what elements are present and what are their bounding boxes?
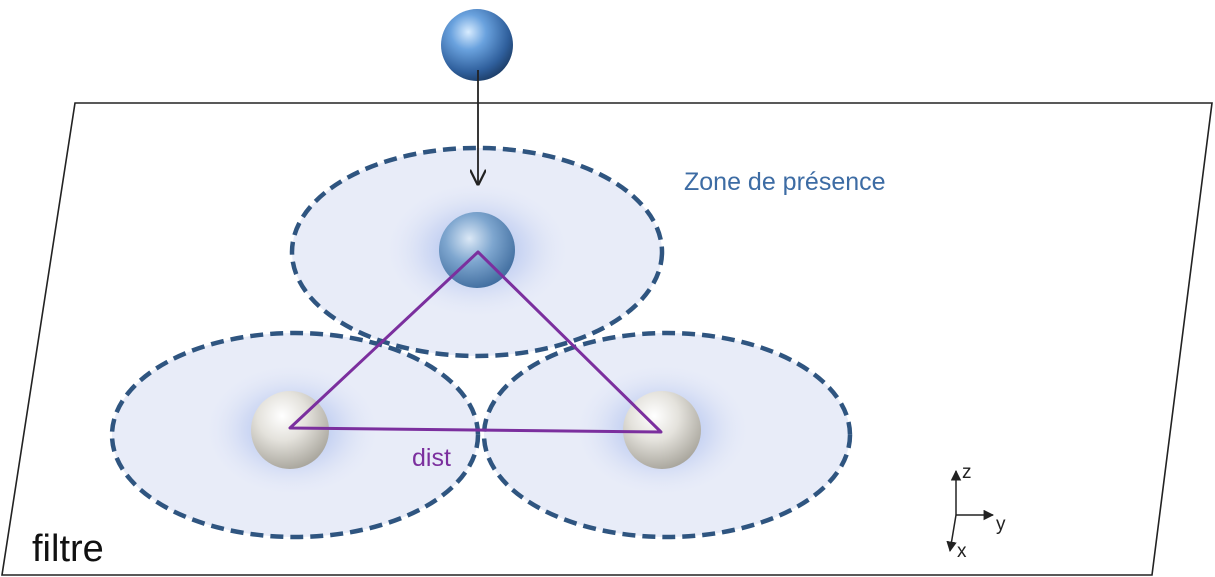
zone-label: Zone de présence bbox=[684, 168, 886, 196]
incoming-particle bbox=[441, 9, 513, 81]
deposited-particle-right bbox=[623, 391, 701, 469]
distance-label: dist bbox=[412, 444, 451, 472]
z-axis-label: z bbox=[962, 462, 972, 483]
x-axis-label: x bbox=[957, 541, 967, 562]
y-axis-label: y bbox=[996, 514, 1006, 535]
plane-label: filtre bbox=[32, 528, 104, 570]
